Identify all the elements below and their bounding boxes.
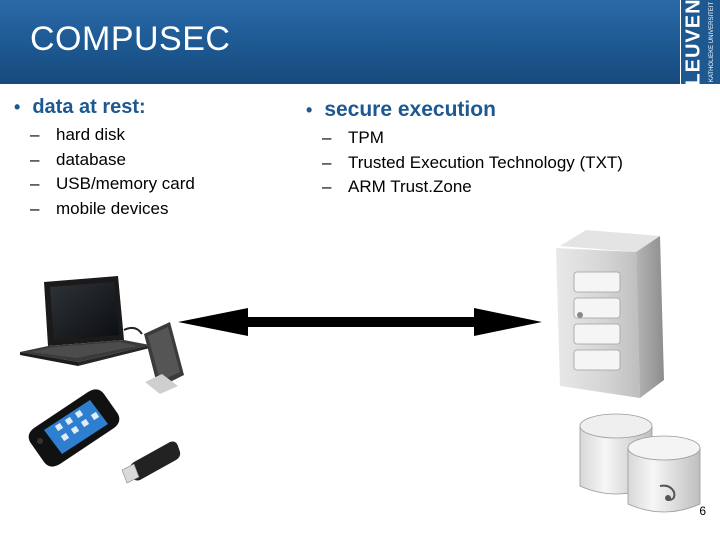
data-at-rest-list: –hard disk –database –USB/memory card –m… (30, 123, 195, 221)
heading-text: secure execution (324, 98, 496, 121)
data-at-rest-section: • data at rest: –hard disk –database –US… (14, 96, 195, 221)
list-item: –USB/memory card (30, 174, 195, 193)
list-item: –mobile devices (30, 198, 169, 218)
laptop-icon (20, 276, 150, 366)
secure-execution-list: –TPM –Trusted Execution Technology (TXT)… (322, 126, 623, 200)
usb-drive-icon (121, 441, 181, 484)
slide-header: COMPUSEC LEUVEN KATHOLIEKE UNIVERSITEIT (0, 0, 720, 86)
list-item: –TPM (322, 128, 384, 147)
server-tower-icon (556, 230, 664, 398)
university-logo: LEUVEN KATHOLIEKE UNIVERSITEIT (680, 0, 720, 86)
bullet-heading: • data at rest: (14, 96, 195, 119)
bullet-glyph: • (14, 97, 21, 117)
smartphone-icon (28, 389, 120, 467)
list-item: –hard disk (30, 125, 125, 144)
bullet-glyph: • (306, 99, 313, 120)
page-number: 6 (699, 504, 706, 518)
list-item: –Trusted Execution Technology (TXT) (322, 152, 623, 172)
database-icon (579, 413, 701, 513)
heading-text: data at rest: (32, 96, 146, 118)
slide-title: COMPUSEC (30, 20, 231, 58)
list-item: –ARM Trust.Zone (322, 177, 472, 196)
secure-execution-section: • secure execution –TPM –Trusted Executi… (306, 98, 623, 200)
bullet-heading: • secure execution (306, 98, 623, 122)
tablet-icon (144, 322, 184, 394)
double-arrow-icon (178, 308, 542, 336)
list-item: –database (30, 149, 126, 169)
